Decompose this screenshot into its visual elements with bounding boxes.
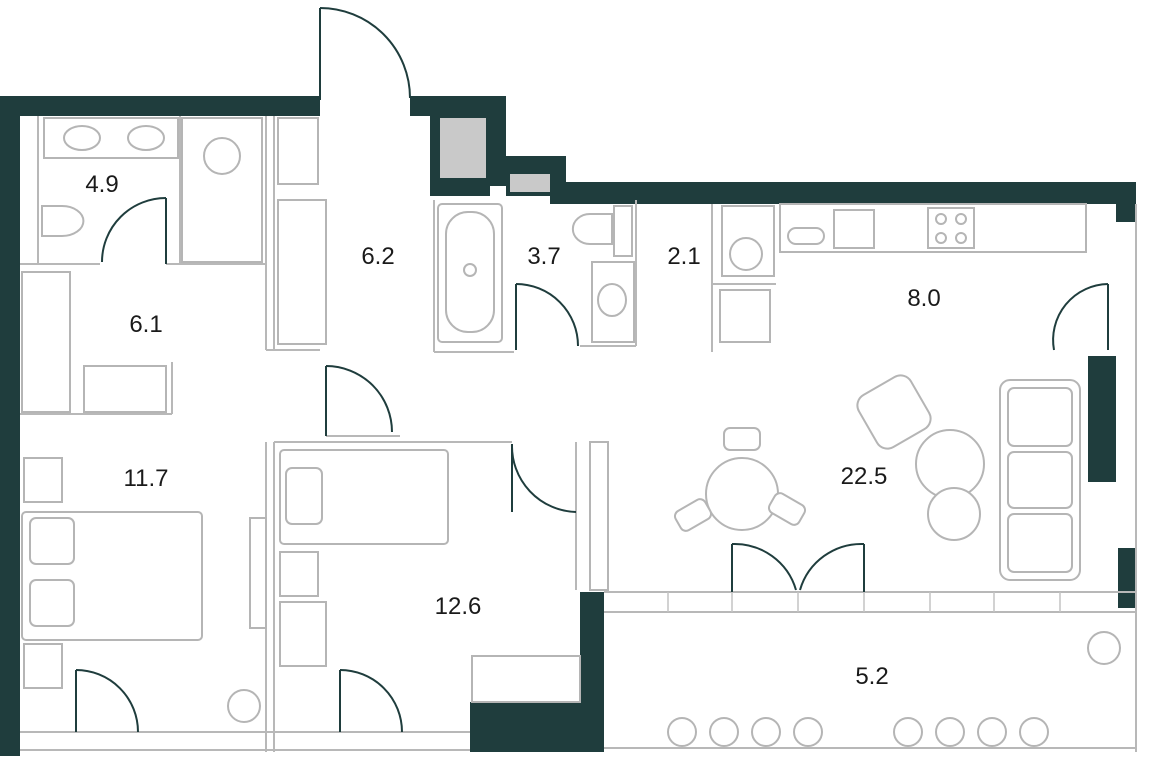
shaft-2 — [510, 174, 550, 192]
partitions — [20, 116, 1137, 752]
room-area-bathroom-2: 3.7 — [527, 243, 560, 270]
balcony-railing — [667, 592, 1061, 612]
wardrobes — [21, 117, 609, 703]
beds — [21, 449, 449, 689]
room-area-balcony: 5.2 — [855, 663, 888, 690]
sanitary-fixtures — [41, 117, 775, 413]
kitchen-counter — [779, 203, 1087, 253]
room-area-bedroom-2: 12.6 — [435, 593, 482, 620]
room-area-living-room: 22.5 — [841, 463, 888, 490]
room-area-laundry: 2.1 — [667, 243, 700, 270]
shaft-1 — [440, 118, 486, 178]
living-furniture — [673, 374, 1081, 581]
room-area-bathroom-1: 4.9 — [85, 171, 118, 198]
room-area-dressing: 6.1 — [129, 311, 162, 338]
room-area-kitchen: 8.0 — [907, 285, 940, 312]
room-area-bedroom-1: 11.7 — [124, 465, 169, 492]
room-area-hallway: 6.2 — [361, 243, 394, 270]
doors — [75, 7, 1109, 733]
plants — [227, 631, 1121, 747]
